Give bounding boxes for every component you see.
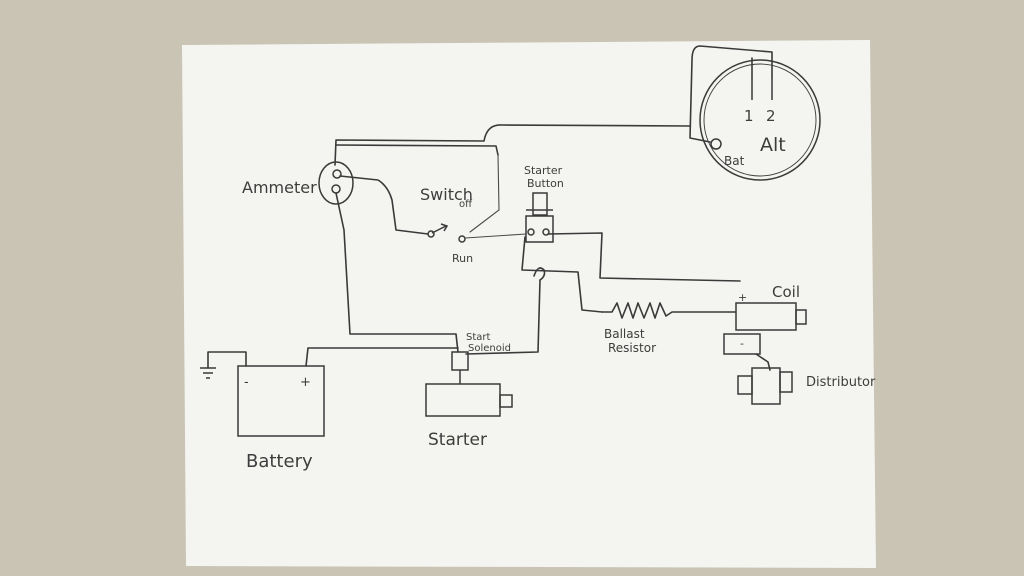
button-to-solenoid-wire (465, 279, 541, 355)
harness-drop-wire (469, 154, 500, 233)
start-solenoid (451, 351, 469, 384)
alt-terminal-2-label: 2 (766, 107, 776, 125)
alt-terminal-1-label: 1 (744, 107, 754, 125)
ammeter-to-solenoid-wire (335, 192, 459, 353)
switch-run-label: Run (452, 252, 473, 265)
button-to-junction-wire (521, 236, 603, 313)
start-solenoid-label-2: Solenoid (468, 343, 511, 354)
coil-neg-label: - (740, 337, 744, 350)
ignition-coil (723, 302, 807, 355)
battery-neg-label: - (244, 375, 249, 390)
battery-label: Battery (246, 451, 313, 472)
ballast-label-2: Resistor (608, 341, 656, 355)
ammeter-to-switch-wire (339, 175, 429, 235)
junction-loop (533, 267, 546, 281)
starter-button-label-2: Button (527, 177, 564, 190)
battery (237, 365, 325, 437)
distributor (737, 367, 793, 405)
ammeter-label: Ammeter (242, 178, 317, 197)
coil-label: Coil (772, 283, 800, 301)
run-to-ballast-wire (547, 232, 741, 282)
alternator (699, 59, 821, 181)
ballast-resistor (601, 302, 729, 319)
distributor-label: Distributor (806, 375, 876, 390)
starter-button (525, 192, 554, 243)
switch-to-button-wire (464, 233, 527, 239)
alt-bat-terminal (710, 138, 722, 150)
switch-label: Switch (420, 185, 473, 204)
battery-pos-label: + (300, 375, 311, 390)
ground-symbol (200, 367, 216, 379)
alt-field-wire (689, 45, 773, 143)
harness-top-return (335, 144, 499, 156)
harness-top-wire (334, 124, 691, 166)
switch-off-label: off (459, 199, 473, 210)
start-solenoid-label-1: Start (466, 332, 491, 343)
starter-motor (425, 383, 513, 417)
ballast-label-1: Ballast (604, 327, 645, 341)
alt-bat-label: Bat (724, 154, 745, 168)
ignition-switch (427, 223, 466, 243)
paper-sheet (182, 40, 876, 568)
battery-ground-wire (207, 351, 247, 369)
alt-label: Alt (760, 134, 786, 156)
solenoid-to-battery-wire (305, 347, 459, 367)
coil-pos-label: + (738, 291, 747, 304)
starter-button-label-1: Starter (524, 164, 563, 177)
starter-label: Starter (428, 430, 487, 450)
